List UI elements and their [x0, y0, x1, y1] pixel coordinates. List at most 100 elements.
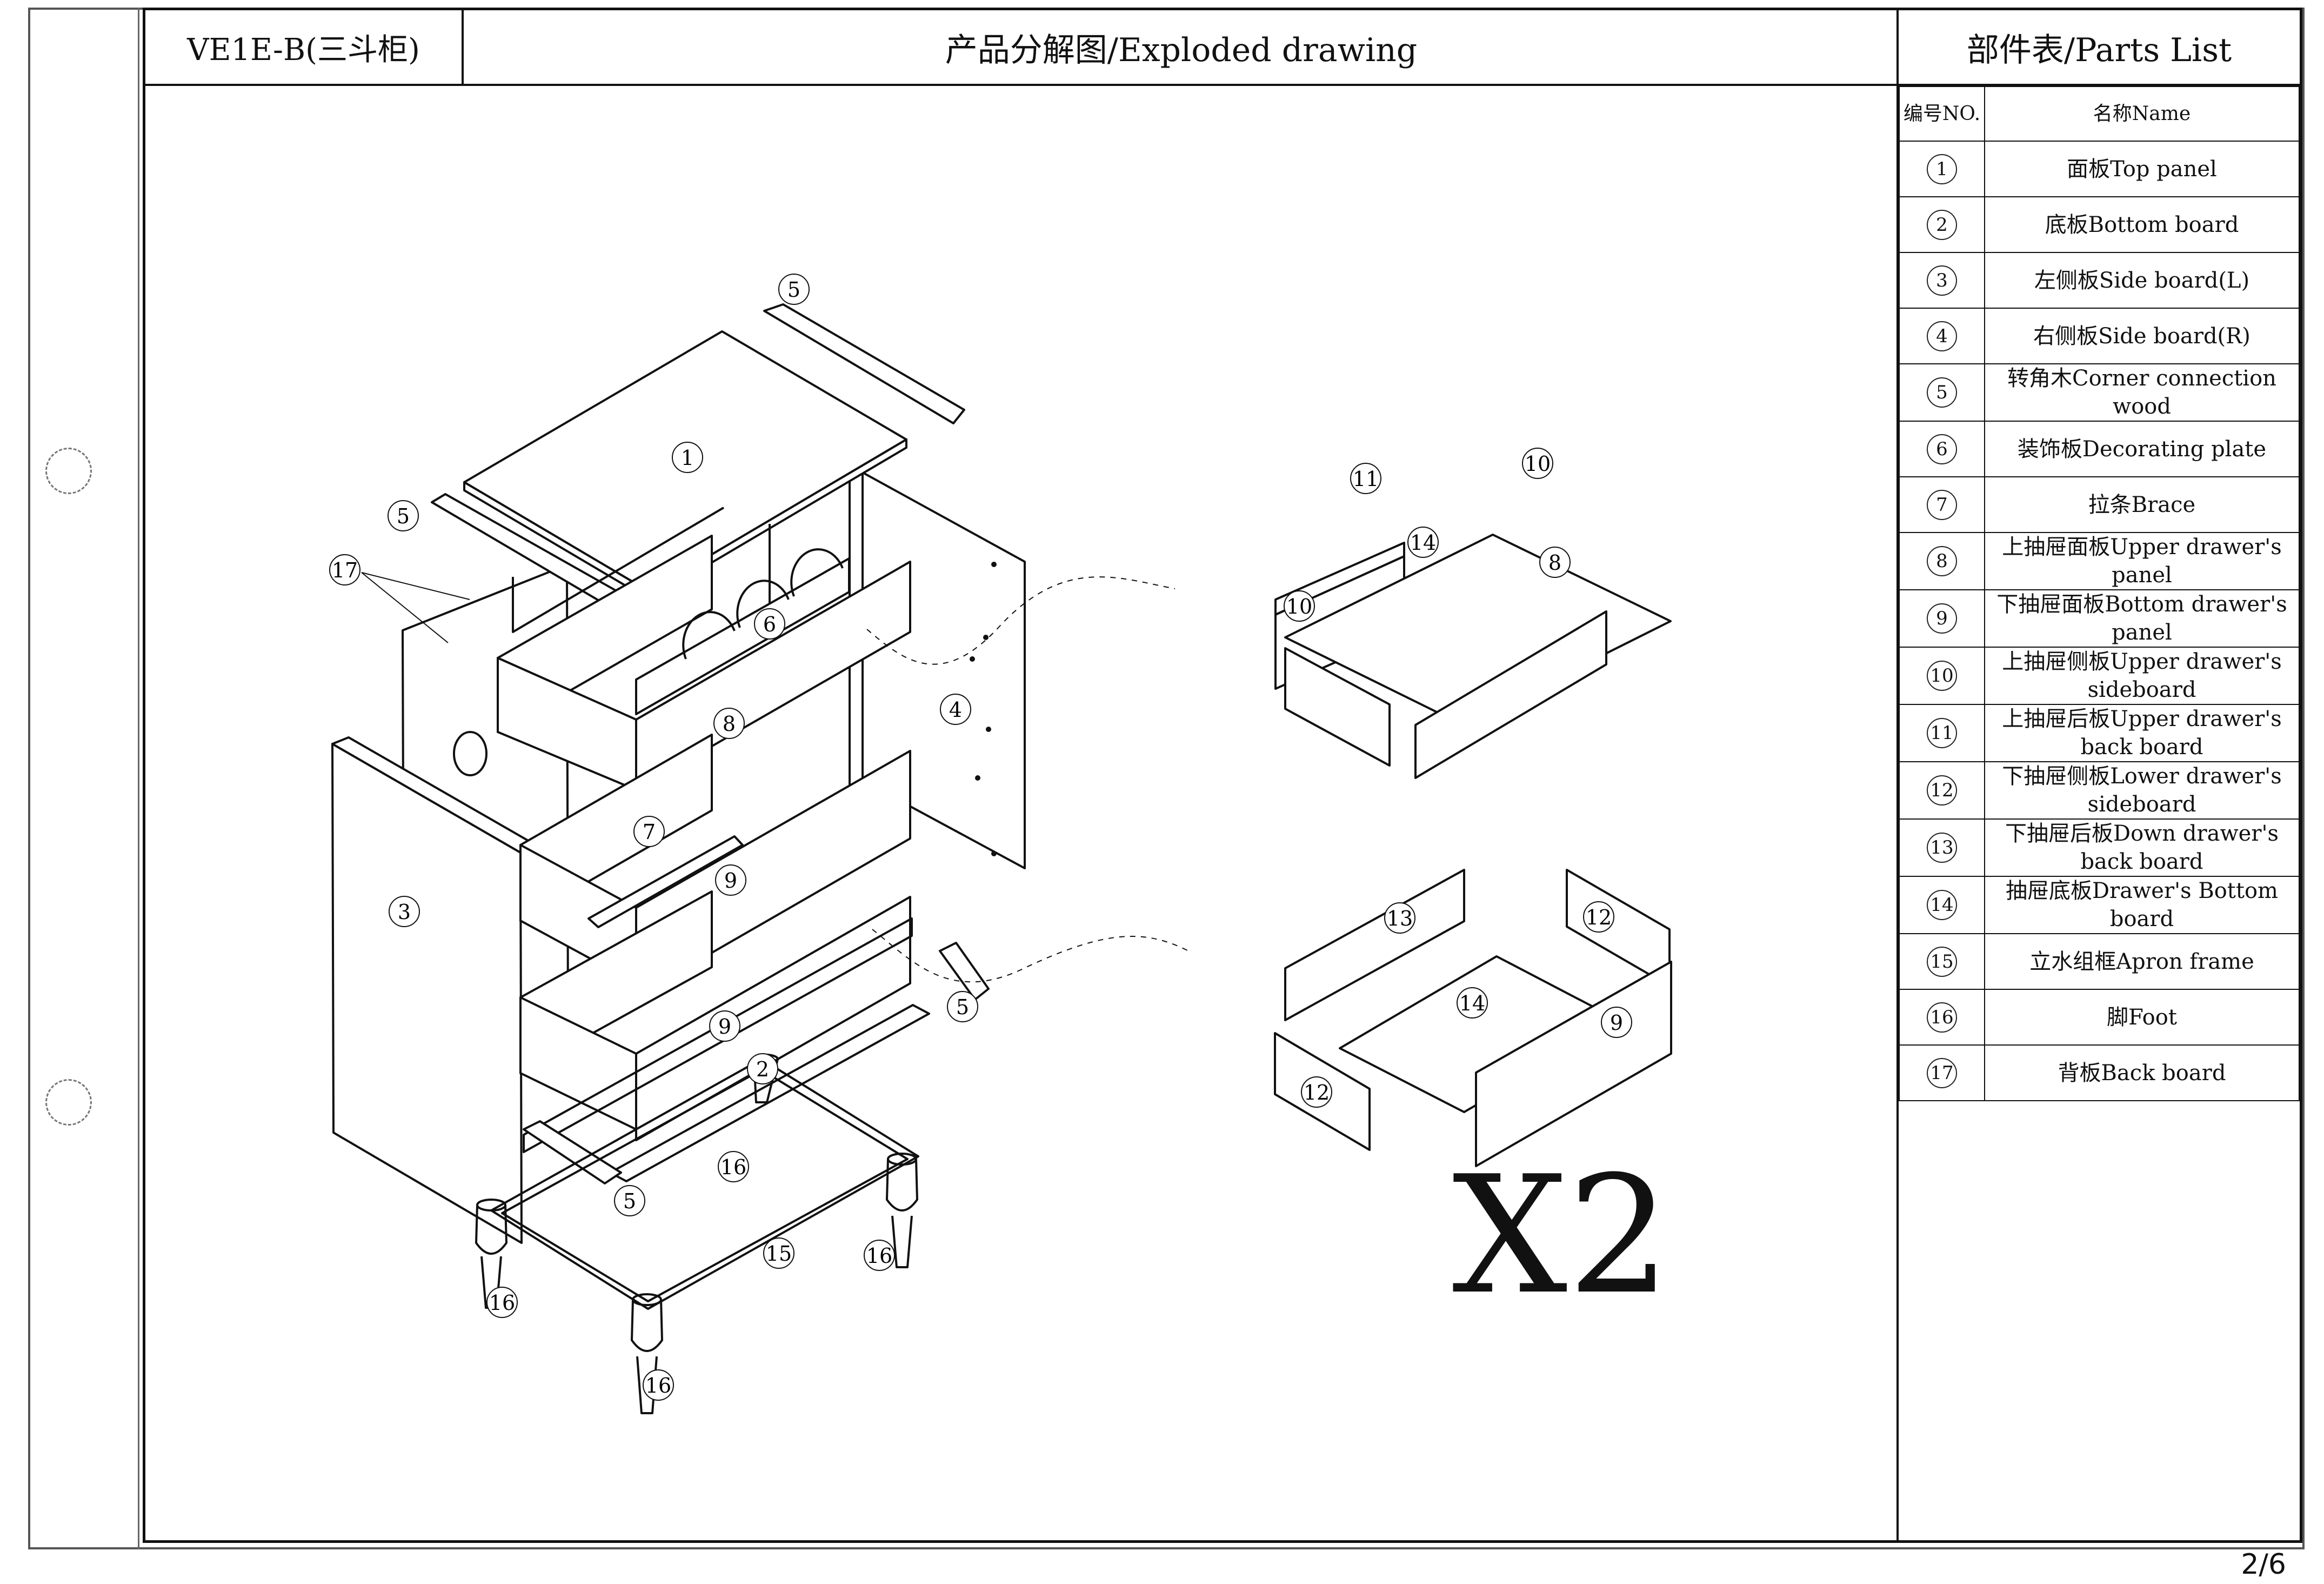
callout: 5 [614, 1185, 645, 1216]
callout: 7 [633, 816, 665, 847]
binding-margin-line [138, 8, 139, 1549]
callout: 9 [715, 864, 746, 896]
corner-wood-shape [523, 1120, 622, 1184]
page-title: 产品分解图/Exploded drawing [945, 31, 1418, 69]
callout: 16 [643, 1369, 674, 1401]
callout-label: 16 [720, 1155, 746, 1179]
col-header-no: 编号NO. [1899, 86, 1985, 142]
callout: 2 [747, 1053, 778, 1084]
decorating-arc [682, 611, 736, 660]
callout-label: 17 [332, 558, 358, 582]
part-number: 9 [1927, 603, 1957, 634]
callout-label: 14 [1459, 991, 1485, 1015]
part-name: 抽屉底板Drawer's Bottom board [1984, 876, 2300, 934]
part-number: 4 [1927, 321, 1957, 351]
callout: 5 [778, 274, 810, 305]
callout: 16 [718, 1151, 749, 1182]
part-number-cell: 6 [1899, 421, 1985, 477]
part-number-cell: 15 [1899, 933, 1985, 990]
callout-label: 1 [681, 446, 694, 470]
part-number-cell: 17 [1899, 1044, 1985, 1101]
callout-label: 3 [398, 900, 411, 924]
callout: 16 [864, 1240, 895, 1271]
callout-label: 2 [756, 1057, 769, 1081]
part-name: 拉条Brace [1984, 476, 2300, 533]
callout: 9 [709, 1010, 740, 1042]
part-name: 底板Bottom board [1984, 196, 2300, 253]
header-divider [145, 84, 2300, 86]
part-number-cell: 7 [1899, 476, 1985, 533]
callout-label: 6 [763, 613, 776, 636]
part-name: 下抽屉后板Down drawer's back board [1984, 818, 2300, 877]
callout-label: 9 [718, 1015, 731, 1039]
leader-line [361, 572, 470, 600]
callout-label: 10 [1286, 595, 1312, 618]
callout-label: 5 [787, 278, 800, 302]
part-name: 上抽屉面板Upper drawer's panel [1984, 532, 2300, 590]
callout-label: 10 [1525, 452, 1551, 476]
foot-shape [886, 1153, 918, 1268]
callout-label: 11 [1353, 467, 1379, 491]
callout: 14 [1457, 987, 1488, 1019]
quantity-multiplier: X2 [1452, 1141, 1671, 1330]
parts-list-divider [1896, 84, 1899, 1540]
callout: 10 [1522, 448, 1553, 479]
part-number: 16 [1927, 1002, 1957, 1033]
part-number-cell: 10 [1899, 647, 1985, 705]
parts-list-header-row: 编号NO. 名称Name [1899, 86, 2300, 142]
drawing-frame [143, 8, 2302, 1543]
part-number-cell: 14 [1899, 876, 1985, 934]
callout-label: 5 [397, 504, 410, 528]
part-number: 1 [1927, 154, 1957, 184]
part-name: 上抽屉侧板Upper drawer's sideboard [1984, 647, 2300, 705]
part-number: 6 [1927, 434, 1957, 464]
callout: 1 [672, 442, 703, 473]
part-number-cell: 12 [1899, 761, 1985, 820]
callout-label: 7 [643, 820, 656, 844]
upper-drawer-panel-detail [1414, 610, 1607, 779]
part-number-cell: 16 [1899, 989, 1985, 1046]
callout: 16 [486, 1287, 518, 1318]
part-number: 5 [1927, 377, 1957, 408]
part-name: 装饰板Decorating plate [1984, 421, 2300, 477]
part-name: 立水组框Apron frame [1984, 933, 2300, 990]
col-header-name: 名称Name [1984, 86, 2300, 142]
callout: 13 [1384, 902, 1415, 934]
part-number: 3 [1927, 265, 1957, 296]
cable-hole-shape [453, 731, 487, 776]
detail-connector [866, 576, 1176, 665]
decorating-arc [790, 548, 844, 597]
callout-label: 5 [956, 995, 969, 1019]
leader-line [361, 572, 449, 643]
part-number-cell: 8 [1899, 532, 1985, 590]
callout-label: 16 [489, 1291, 515, 1315]
bottom-board-shape [523, 917, 913, 1153]
callout-label: 15 [766, 1242, 792, 1266]
detail-connector [872, 929, 1189, 983]
part-number-cell: 1 [1899, 141, 1985, 197]
callout: 17 [329, 554, 360, 585]
callout: 9 [1601, 1007, 1632, 1038]
callout-label: 5 [623, 1189, 636, 1213]
decorating-arc [736, 580, 790, 628]
callout: 12 [1301, 1076, 1332, 1108]
callout: 6 [754, 608, 785, 640]
lower-drawer-back-board-shape [1284, 869, 1465, 1021]
part-number-cell: 5 [1899, 363, 1985, 422]
part-name: 右侧板Side board(R) [1984, 308, 2300, 364]
part-number-cell: 2 [1899, 196, 1985, 253]
part-number: 11 [1927, 718, 1957, 748]
callout-label: 13 [1387, 907, 1413, 930]
callout-label: 12 [1304, 1081, 1330, 1104]
callout-label: 12 [1586, 906, 1612, 929]
upper-drawer-sideboard-front [1284, 647, 1391, 767]
callout-label: 9 [1610, 1011, 1623, 1035]
callout-label: 16 [866, 1244, 892, 1268]
